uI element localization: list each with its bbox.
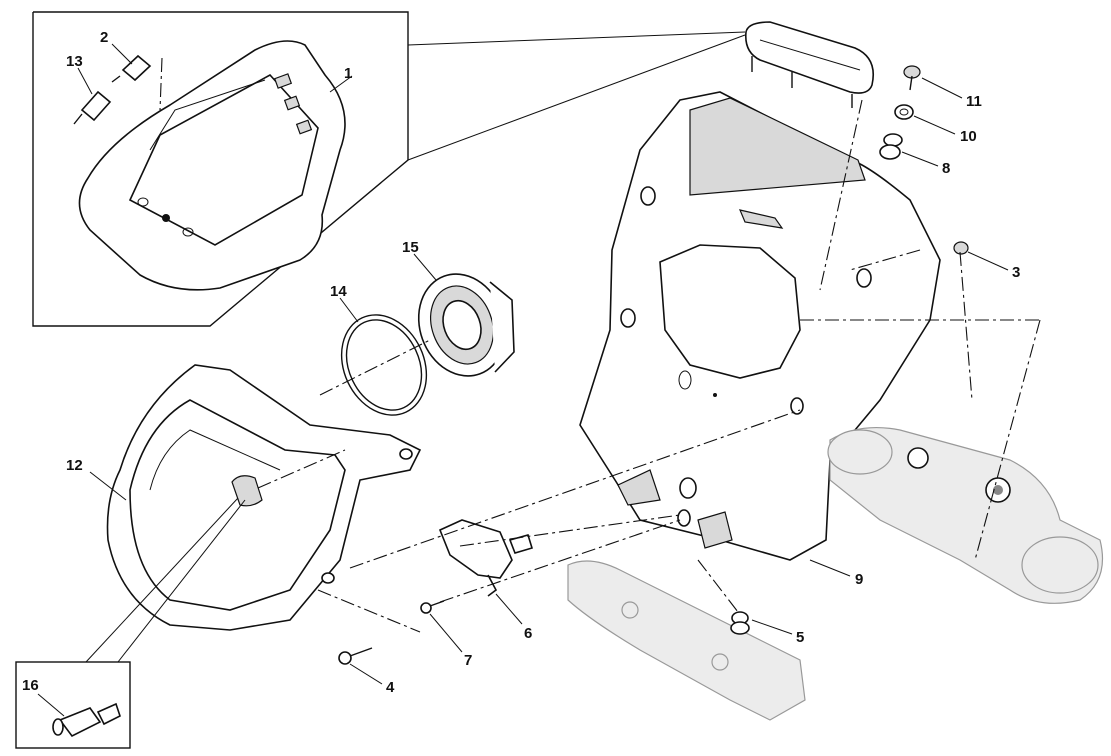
assembly-lines xyxy=(257,99,1041,633)
svg-text:2: 2 xyxy=(100,29,108,46)
callout-9: 9 xyxy=(809,559,863,588)
fork-clamp-bottom xyxy=(567,560,806,721)
svg-text:15: 15 xyxy=(402,239,419,256)
callout-10: 10 xyxy=(913,115,977,145)
callout-2: 2 xyxy=(100,29,133,65)
svg-text:5: 5 xyxy=(796,629,804,646)
svg-text:12: 12 xyxy=(66,457,83,474)
svg-text:3: 3 xyxy=(1012,264,1020,281)
callout-3: 3 xyxy=(967,251,1020,281)
svg-text:11: 11 xyxy=(966,93,982,110)
callout-8: 8 xyxy=(901,151,950,177)
callout-6: 6 xyxy=(495,593,532,642)
svg-text:6: 6 xyxy=(524,625,532,642)
bulb-inset xyxy=(15,497,246,749)
svg-text:14: 14 xyxy=(330,283,347,300)
callout-13: 13 xyxy=(66,53,93,95)
callout-15: 15 xyxy=(402,239,437,281)
bulb-socket-ring xyxy=(417,273,515,377)
fairing-bracket xyxy=(579,91,941,561)
svg-text:8: 8 xyxy=(942,160,950,177)
o-ring xyxy=(340,314,428,416)
callout-16: 16 xyxy=(22,677,65,717)
instrument-unit xyxy=(744,21,874,108)
fork-clamp-top xyxy=(827,426,1104,604)
svg-text:13: 13 xyxy=(66,53,83,70)
bulb-holder xyxy=(73,54,152,125)
callout-4: 4 xyxy=(349,663,395,696)
callout-11: 11 xyxy=(921,77,982,110)
screw-4 xyxy=(338,647,373,665)
svg-text:4: 4 xyxy=(386,679,395,696)
callout-12: 12 xyxy=(66,457,127,501)
callout-7: 7 xyxy=(429,613,472,669)
connector xyxy=(438,519,534,597)
grommet-5 xyxy=(730,611,750,635)
instrument-panel xyxy=(78,40,346,291)
callout-1: 1 xyxy=(329,65,352,93)
svg-text:1: 1 xyxy=(344,65,352,82)
callout-14: 14 xyxy=(330,283,359,323)
callout-5: 5 xyxy=(751,619,804,646)
washer-10 xyxy=(894,104,914,120)
screw-7 xyxy=(420,600,445,614)
svg-text:16: 16 xyxy=(22,677,39,694)
grommet-8 xyxy=(879,133,903,160)
nut-3 xyxy=(953,241,969,255)
svg-text:9: 9 xyxy=(855,571,863,588)
svg-text:10: 10 xyxy=(960,128,977,145)
headlight-unit xyxy=(106,364,422,631)
screw-11 xyxy=(903,65,921,91)
svg-text:7: 7 xyxy=(464,652,472,669)
